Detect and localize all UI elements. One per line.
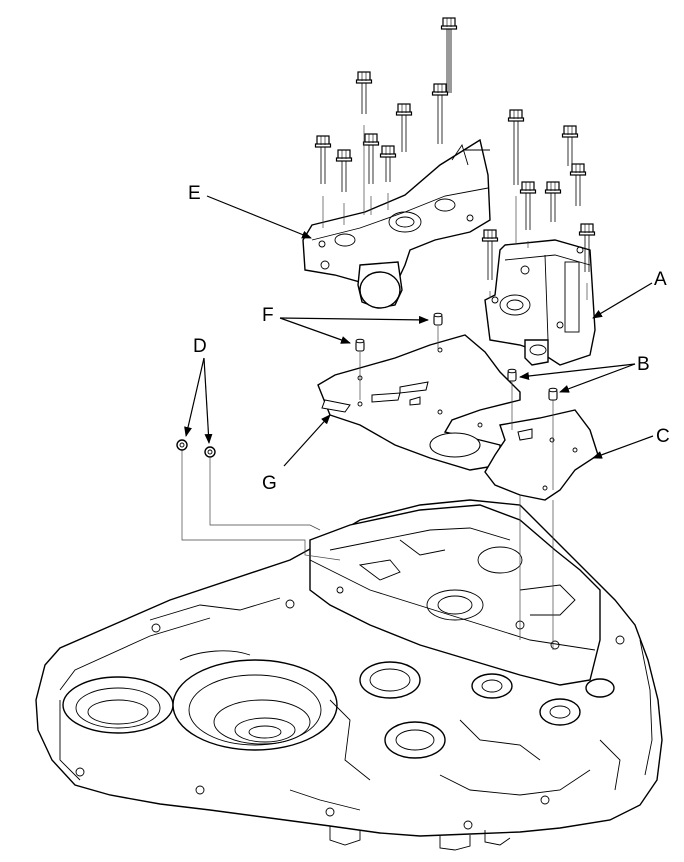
bolt — [561, 125, 579, 166]
dowel-pins — [176, 312, 558, 458]
valve-body-e — [302, 138, 491, 309]
dowel-f-1 — [355, 338, 365, 352]
separator-plate-g — [317, 334, 521, 471]
bolt — [569, 163, 587, 206]
callout-g: G — [262, 473, 277, 494]
dowel-b-1 — [507, 368, 517, 382]
bolt — [431, 83, 449, 144]
bolt — [507, 109, 525, 185]
bolt — [395, 103, 413, 152]
bolt — [481, 229, 499, 280]
bolt — [379, 145, 397, 182]
callout-f: F — [262, 305, 274, 326]
bolt — [314, 135, 332, 184]
bolt — [362, 133, 380, 184]
dowel-d-1 — [176, 439, 188, 451]
callout-b: B — [637, 354, 650, 375]
alignment-guides — [181, 125, 588, 650]
leader-lines — [184, 195, 654, 467]
bolt — [578, 223, 596, 272]
callout-c: C — [656, 426, 670, 447]
callout-e: E — [188, 183, 201, 204]
bolt — [355, 71, 373, 114]
callout-d: D — [193, 336, 207, 357]
callout-a: A — [654, 269, 667, 290]
bolt — [335, 149, 353, 192]
bolt — [544, 181, 562, 222]
bolt — [519, 181, 537, 230]
dowel-d-2 — [204, 446, 216, 458]
separator-plate-c — [484, 409, 599, 501]
dowel-b-2 — [548, 387, 558, 401]
valve-body-a — [484, 239, 596, 366]
bolt — [440, 17, 458, 93]
bolt-group — [314, 17, 596, 280]
valve-body — [309, 504, 601, 686]
dowel-f-2 — [433, 312, 443, 326]
